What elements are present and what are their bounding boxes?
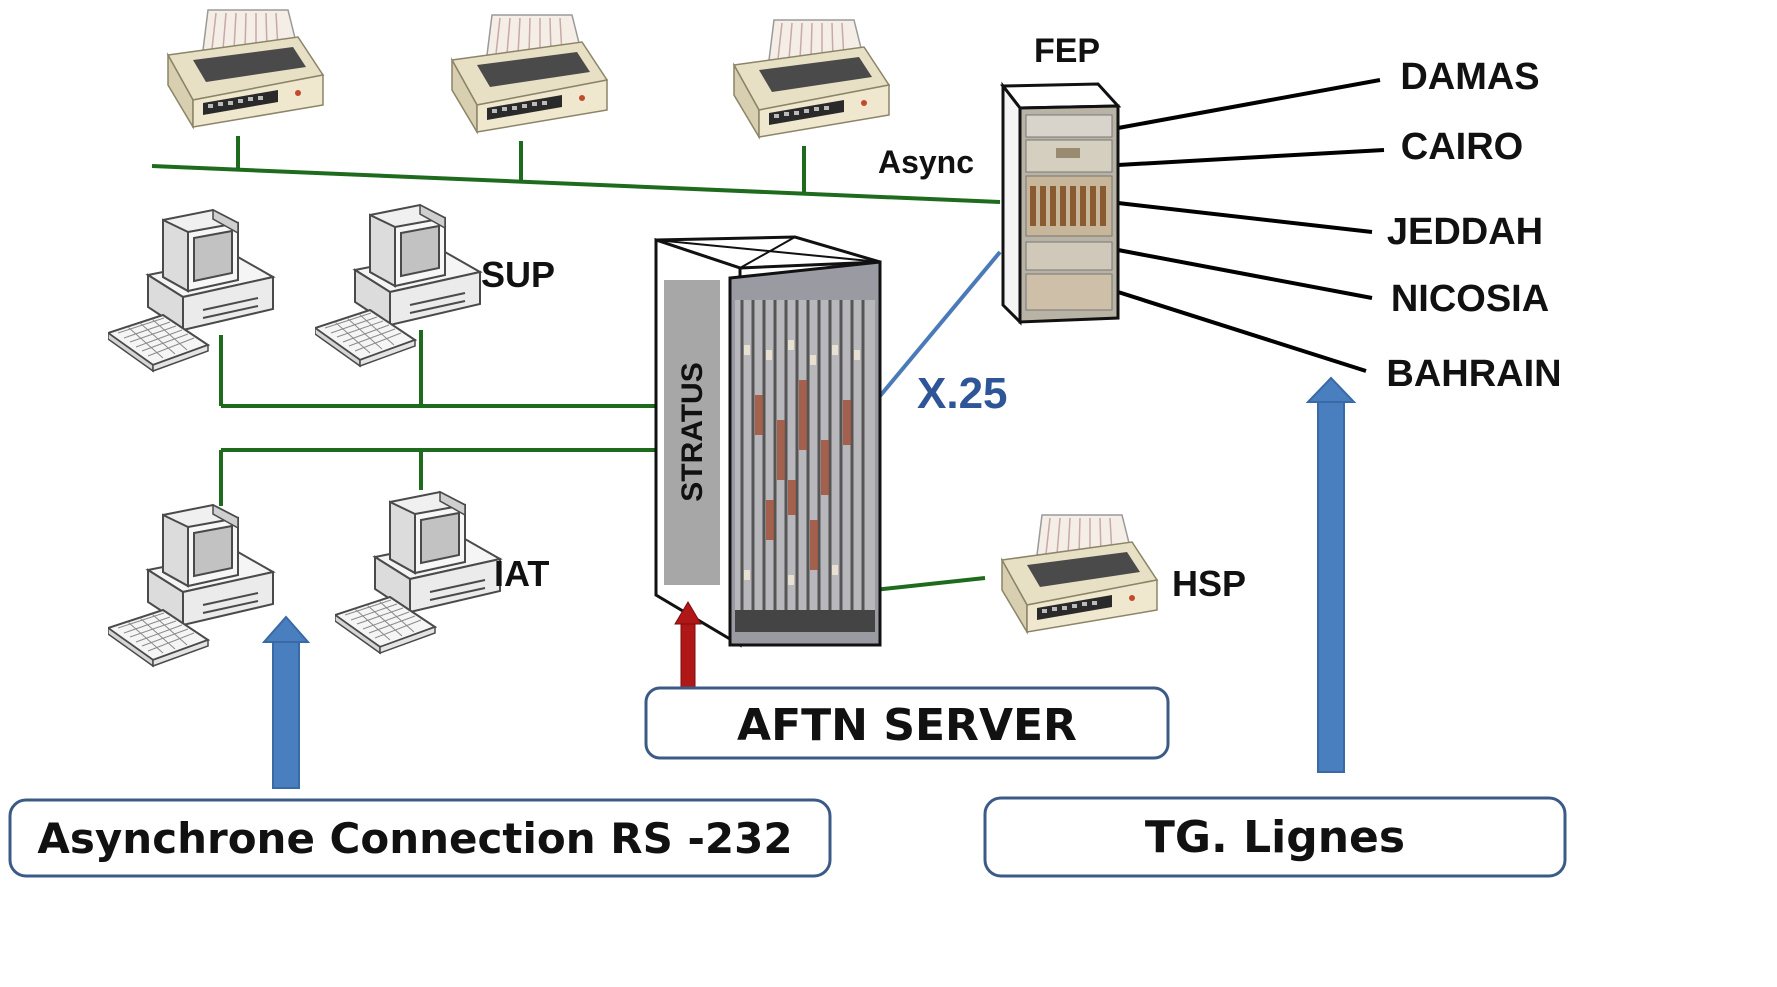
printer-icon-3: [733, 19, 890, 138]
destination-damas: DAMAS: [1400, 56, 1539, 98]
iat-label: IAT: [494, 553, 549, 594]
computer-icon-iat: [335, 491, 501, 654]
stratus-server: STRATUS: [654, 235, 882, 648]
computer-icon-sup: [315, 204, 481, 367]
hsp-label: HSP: [1172, 563, 1246, 604]
async-bus: [151, 136, 1001, 204]
async-connection-label: Asynchrone Connection RS -232: [37, 814, 792, 863]
destination-labels: DAMAS CAIRO JEDDAH NICOSIA BAHRAIN: [1386, 56, 1561, 395]
destination-bahrain: BAHRAIN: [1386, 353, 1561, 395]
aftn-arrow: [674, 601, 702, 689]
fep-cabinet: [999, 81, 1122, 326]
sup-label: SUP: [481, 254, 555, 295]
tg-arrow: [1305, 376, 1357, 773]
destination-lines: [1117, 78, 1385, 373]
aftn-server-label: AFTN SERVER: [737, 700, 1077, 751]
x25-label: X.25: [917, 369, 1008, 418]
lan-bus-iat: [219, 448, 660, 506]
computer-icon-1: [108, 209, 274, 372]
destination-cairo: CAIRO: [1401, 126, 1523, 168]
lan-bus-sup: [219, 330, 660, 408]
aftn-server-box: AFTN SERVER: [644, 686, 1170, 760]
async-connection-box: Asynchrone Connection RS -232: [8, 798, 832, 878]
async-arrow: [261, 615, 311, 789]
computer-icon-3: [108, 504, 274, 667]
tg-lignes-label: TG. Lignes: [1145, 812, 1405, 863]
printer-icon-2: [451, 14, 608, 133]
async-label: Async: [878, 144, 974, 180]
printer-icon-hsp: [1001, 514, 1158, 633]
x25-link: [868, 250, 1002, 410]
destination-jeddah: JEDDAH: [1387, 211, 1543, 253]
printer-icon-1: [167, 9, 324, 128]
fep-label: FEP: [1034, 32, 1100, 70]
destination-nicosia: NICOSIA: [1391, 278, 1549, 320]
tg-lignes-box: TG. Lignes: [983, 796, 1567, 878]
stratus-label: STRATUS: [676, 362, 709, 501]
hsp-link: [873, 576, 986, 592]
